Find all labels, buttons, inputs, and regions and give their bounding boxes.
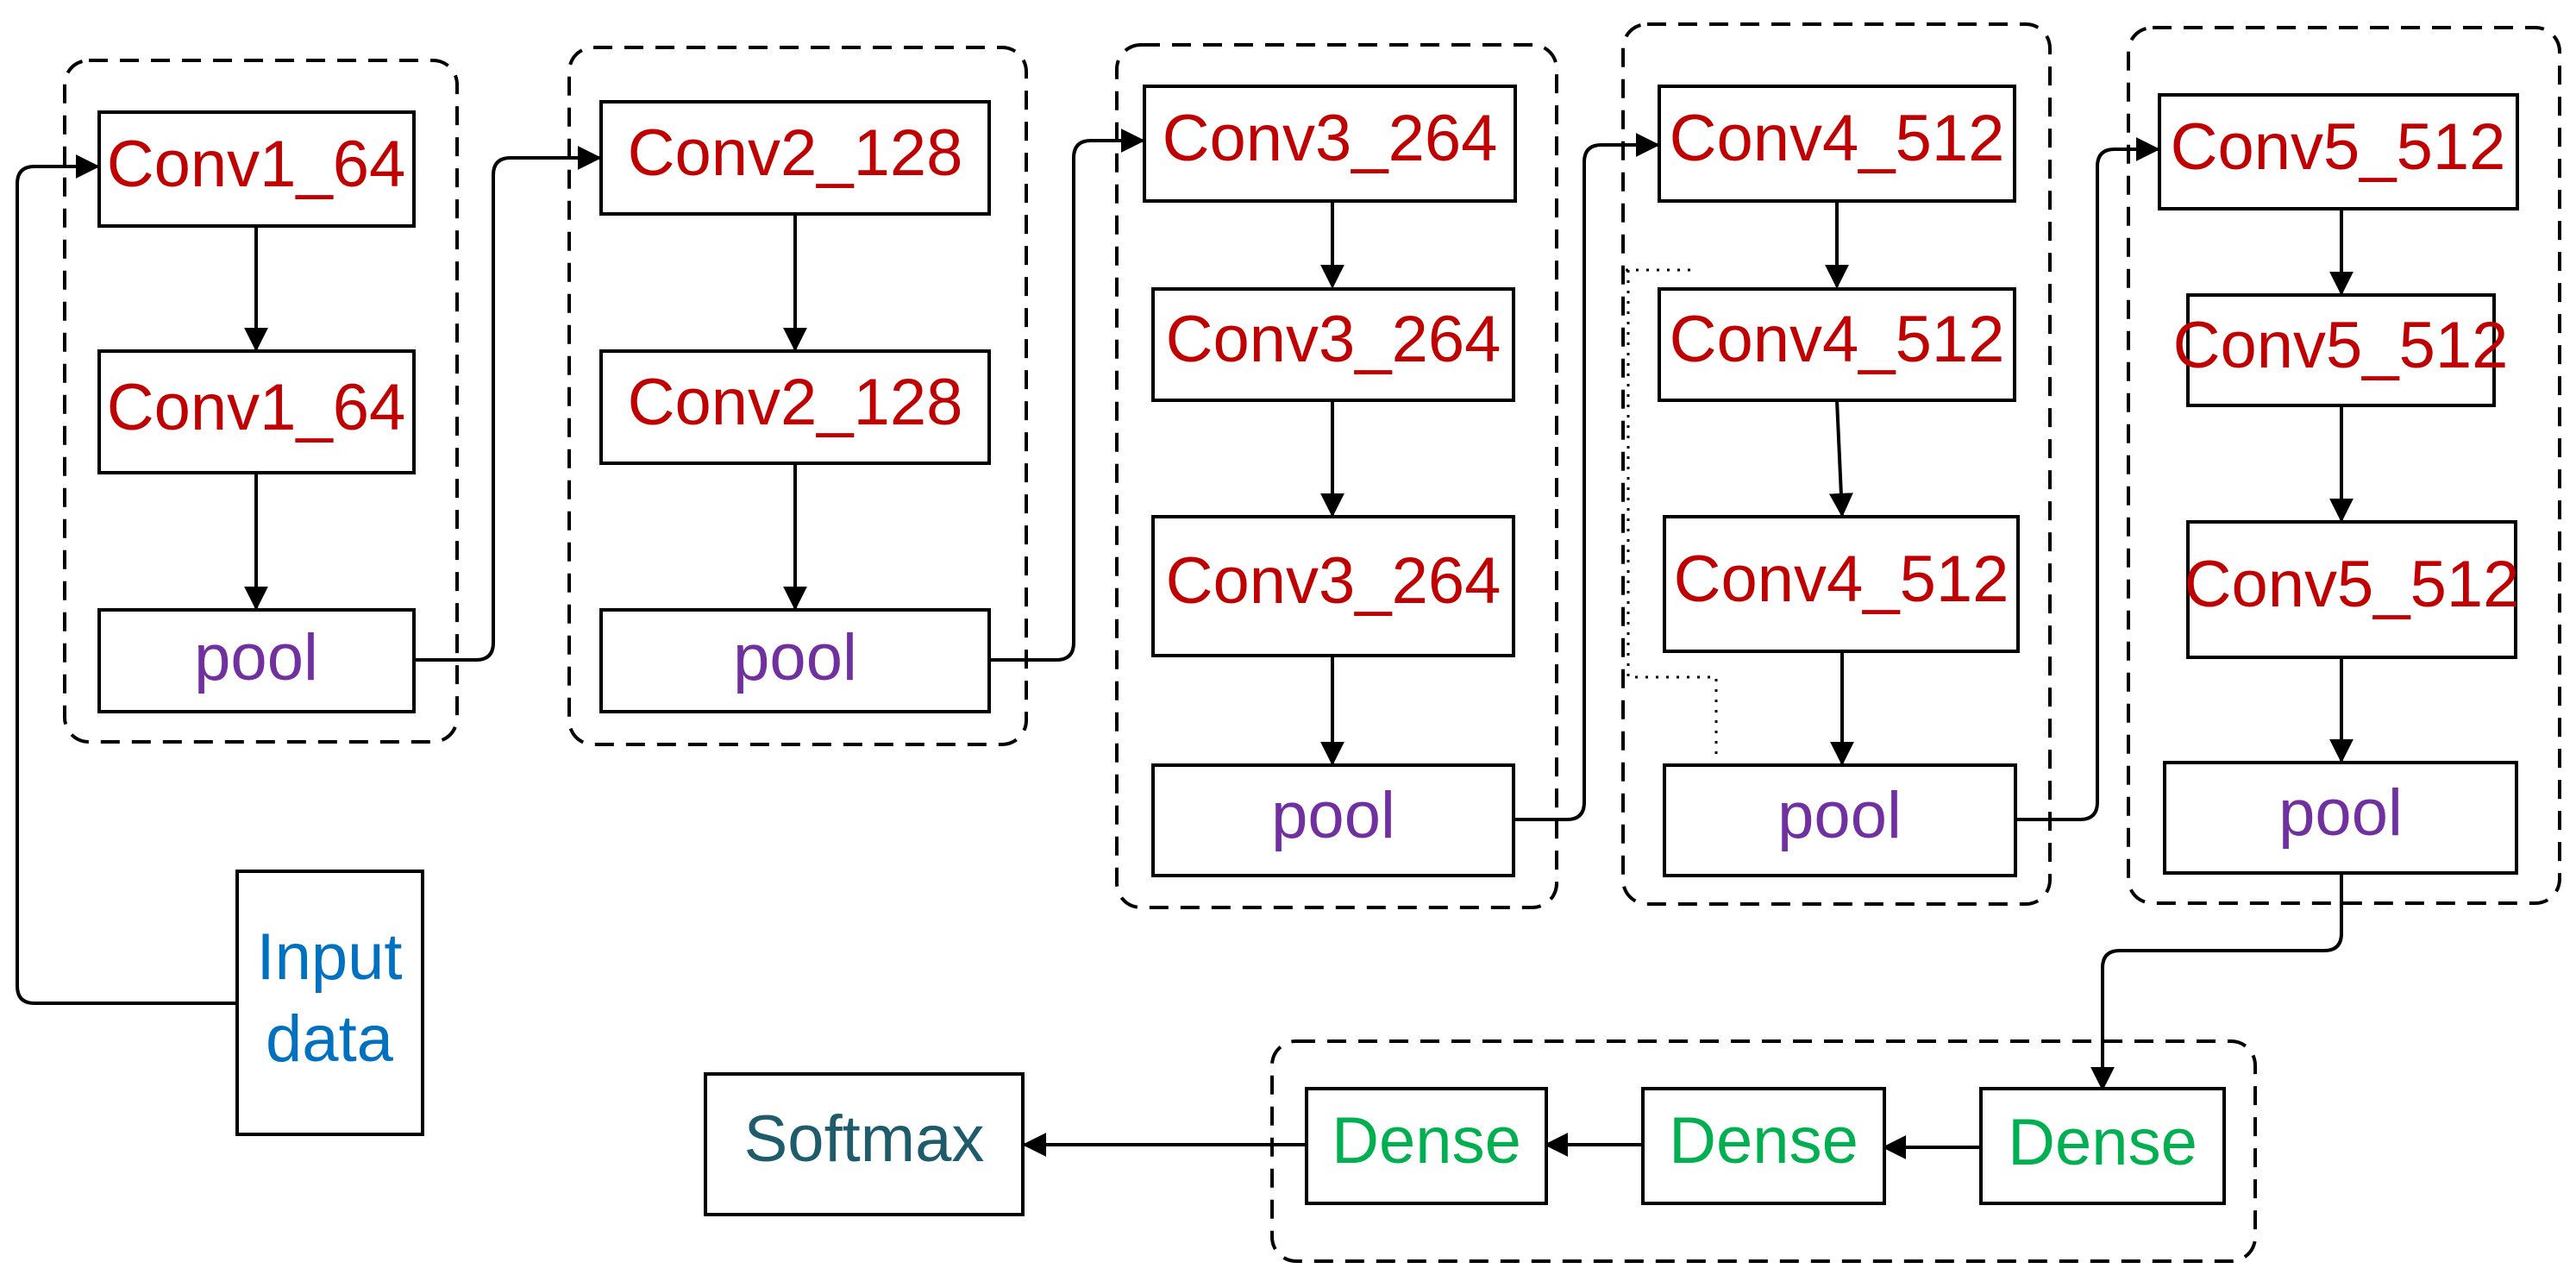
- pool3-label: pool: [1271, 779, 1395, 852]
- conv2b-box: [599, 349, 991, 465]
- conv2b-label: Conv2_128: [628, 366, 963, 439]
- arrow-pool2-conv3: [990, 129, 1145, 662]
- block1-group: [63, 59, 459, 744]
- conv5b-box: [2186, 293, 2496, 407]
- conv2a-label: Conv2_128: [628, 116, 963, 190]
- conv1a-box: [97, 110, 416, 228]
- pool4-box: [1663, 763, 2017, 877]
- pool2-box: [599, 608, 991, 713]
- dense3-label: Dense: [2008, 1106, 2197, 1179]
- dense3-box: [1979, 1087, 2226, 1205]
- block4-group: [1621, 22, 2052, 906]
- conv2a-box: [599, 100, 991, 216]
- block2-group: [567, 46, 1028, 746]
- block3-group: [1115, 43, 1558, 909]
- pool4-label: pool: [1777, 779, 1902, 852]
- dense2-box: [1641, 1087, 1886, 1205]
- conv5a-box: [2158, 93, 2519, 210]
- conv1b-label: Conv1_64: [107, 371, 406, 444]
- arrow-pool5-dense3: [2090, 873, 2343, 1091]
- dense1-box: [1305, 1087, 1548, 1205]
- conv4b-box: [1658, 287, 2016, 402]
- input-label-line2: data: [266, 1002, 394, 1076]
- arrow-pool1-conv2: [414, 146, 602, 662]
- pool3-box: [1151, 763, 1515, 877]
- conv4c-label: Conv4_512: [1674, 543, 2009, 616]
- conv5a-label: Conv5_512: [2171, 110, 2506, 184]
- dotted-trace: [1626, 268, 1718, 757]
- block5-group: [2127, 26, 2561, 905]
- conv4b-label: Conv4_512: [1670, 303, 2005, 376]
- conv4c-box: [1663, 515, 2020, 653]
- conv5c-label: Conv5_512: [2184, 548, 2520, 621]
- dense1-label: Dense: [1332, 1104, 1521, 1177]
- conv4a-label: Conv4_512: [1670, 102, 2005, 175]
- conv1a-label: Conv1_64: [107, 128, 406, 201]
- pool5-label: pool: [2278, 776, 2403, 850]
- arrow-input-conv1: [16, 154, 237, 1005]
- pool5-box: [2163, 761, 2518, 875]
- dense2-label: Dense: [1669, 1104, 1858, 1177]
- input-label-line1: Input: [256, 920, 402, 994]
- conv3a-box: [1143, 85, 1517, 203]
- arrow-pool4-conv5: [2015, 137, 2160, 821]
- conv1b-box: [97, 349, 416, 474]
- input-data-box: [235, 870, 424, 1136]
- arrow-pool3-conv4: [1514, 133, 1660, 821]
- conv3c-box: [1151, 515, 1515, 657]
- pool1-box: [97, 608, 416, 713]
- conv3b-label: Conv3_264: [1166, 303, 1501, 376]
- softmax-label: Softmax: [744, 1102, 985, 1176]
- conv4a-box: [1658, 85, 2016, 203]
- dense-group: [1270, 1039, 2257, 1263]
- conv5c-box: [2186, 520, 2517, 659]
- conv5b-label: Conv5_512: [2173, 309, 2509, 382]
- conv3b-box: [1151, 287, 1515, 402]
- softmax-box: [704, 1072, 1025, 1216]
- pool1-label: pool: [194, 621, 318, 694]
- pool2-label: pool: [733, 621, 857, 694]
- conv3a-label: Conv3_264: [1163, 102, 1498, 175]
- conv3c-label: Conv3_264: [1166, 544, 1501, 618]
- arrow-conv4b-conv4c: [1828, 399, 1853, 518]
